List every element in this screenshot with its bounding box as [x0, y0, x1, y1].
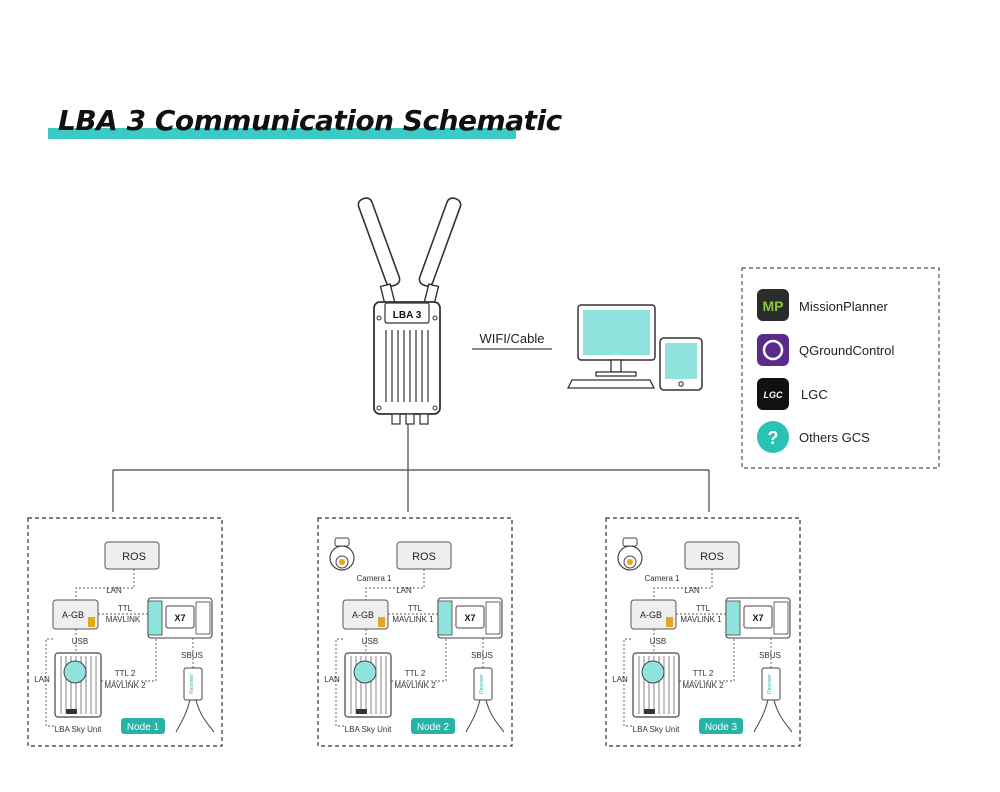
others-gcs-icon — [757, 421, 789, 453]
agb-label: A-GB — [640, 610, 662, 620]
ttl-label: TTL — [696, 604, 711, 613]
desktop-computer-icon — [566, 304, 656, 389]
qgroundcontrol-icon — [757, 334, 789, 366]
node-badge: Node 2 — [417, 722, 450, 733]
gcs-box — [741, 267, 940, 469]
lan-label: LAN — [684, 586, 700, 595]
sbus-label: SBUS — [759, 651, 781, 660]
mavlink2-label: MAVLINK 2 — [394, 681, 436, 690]
mavlink-label: MAVLINK 1 — [392, 615, 434, 624]
gcs-item-missionplanner: MP MissionPlanner — [757, 289, 889, 321]
receiver-label: Receiver — [767, 674, 773, 694]
camera-label: Camera 1 — [356, 574, 392, 583]
usb-label: USB — [650, 637, 666, 646]
gcs-item-qgroundcontrol: QGroundControl — [757, 334, 894, 366]
node-panel-2: ROS Camera 1 A-GB X7 LBA Sky Unit — [317, 517, 513, 747]
title-block: LBA 3 Communication Schematic — [48, 104, 562, 139]
mavlink2-label: MAVLINK 2 — [104, 681, 146, 690]
page-title: LBA 3 Communication Schematic — [58, 104, 562, 137]
lan-label: LAN — [34, 675, 50, 684]
usb-label: USB — [362, 637, 378, 646]
lan-label: LAN — [396, 586, 412, 595]
usb-label: USB — [72, 637, 88, 646]
ttl2-label: TTL 2 — [115, 669, 136, 678]
network-tree-lines — [112, 424, 710, 512]
agb-label: A-GB — [62, 610, 84, 620]
mavlink-label: MAVLINK 1 — [680, 615, 722, 624]
mission-planner-icon — [757, 289, 789, 321]
lan-label: LAN — [106, 586, 122, 595]
svg-text:LGC: LGC — [764, 390, 783, 400]
lgc-icon — [757, 378, 789, 410]
node-panel-1: ROS A-GB X7 LBA Sky Unit Rec — [27, 517, 223, 747]
nodes-layer: ROS A-GB X7 LBA Sky Unit Rec — [27, 517, 801, 747]
gimbal-camera-icon — [329, 537, 355, 571]
gcs-name: MissionPlanner — [799, 299, 889, 314]
flight-controller-label: X7 — [174, 613, 185, 623]
node-panel-3: ROS Camera 1 A-GB X7 LBA Sky Unit — [605, 517, 801, 747]
ros-label: ROS — [412, 551, 436, 563]
sbus-label: SBUS — [471, 651, 493, 660]
ttl2-label: TTL 2 — [693, 669, 714, 678]
agb-label: A-GB — [352, 610, 374, 620]
gcs-name: Others GCS — [799, 430, 870, 445]
flight-controller-label: X7 — [464, 613, 475, 623]
gimbal-camera-icon — [617, 537, 643, 571]
camera-label: Camera 1 — [644, 574, 680, 583]
tablet-icon — [659, 337, 703, 391]
flight-controller-label: X7 — [752, 613, 763, 623]
link-label: WIFI/Cable — [479, 331, 544, 346]
ros-label: ROS — [700, 551, 724, 563]
sbus-label: SBUS — [181, 651, 203, 660]
lba3-ground-unit: LBA 3 — [357, 197, 462, 425]
device-fins — [385, 330, 429, 402]
device-label: LBA 3 — [393, 310, 422, 321]
mavlink-label: MAVLINK — [106, 615, 141, 624]
lan-label: LAN — [612, 675, 628, 684]
lan-label: LAN — [324, 675, 340, 684]
node-badge: Node 3 — [705, 722, 738, 733]
svg-text:MP: MP — [763, 298, 784, 314]
svg-text:?: ? — [768, 428, 779, 448]
gcs-item-lgc: LGC LGC — [757, 378, 828, 410]
gcs-name: LGC — [801, 387, 828, 402]
sky-unit-label: LBA Sky Unit — [55, 725, 102, 734]
right-antenna — [418, 197, 462, 309]
node-badge: Node 1 — [127, 722, 160, 733]
left-antenna — [357, 197, 401, 309]
gcs-name: QGroundControl — [799, 343, 894, 358]
receiver-label: Receiver — [479, 674, 485, 694]
title-underline — [48, 128, 516, 139]
receiver-label: Receiver — [189, 674, 195, 694]
ttl2-label: TTL 2 — [405, 669, 426, 678]
gcs-item-others: ? Others GCS — [757, 421, 870, 453]
sky-unit-label: LBA Sky Unit — [633, 725, 680, 734]
ttl-label: TTL — [118, 604, 133, 613]
mavlink2-label: MAVLINK 2 — [682, 681, 724, 690]
sky-unit-label: LBA Sky Unit — [345, 725, 392, 734]
ttl-label: TTL — [408, 604, 423, 613]
ros-label: ROS — [122, 551, 146, 563]
